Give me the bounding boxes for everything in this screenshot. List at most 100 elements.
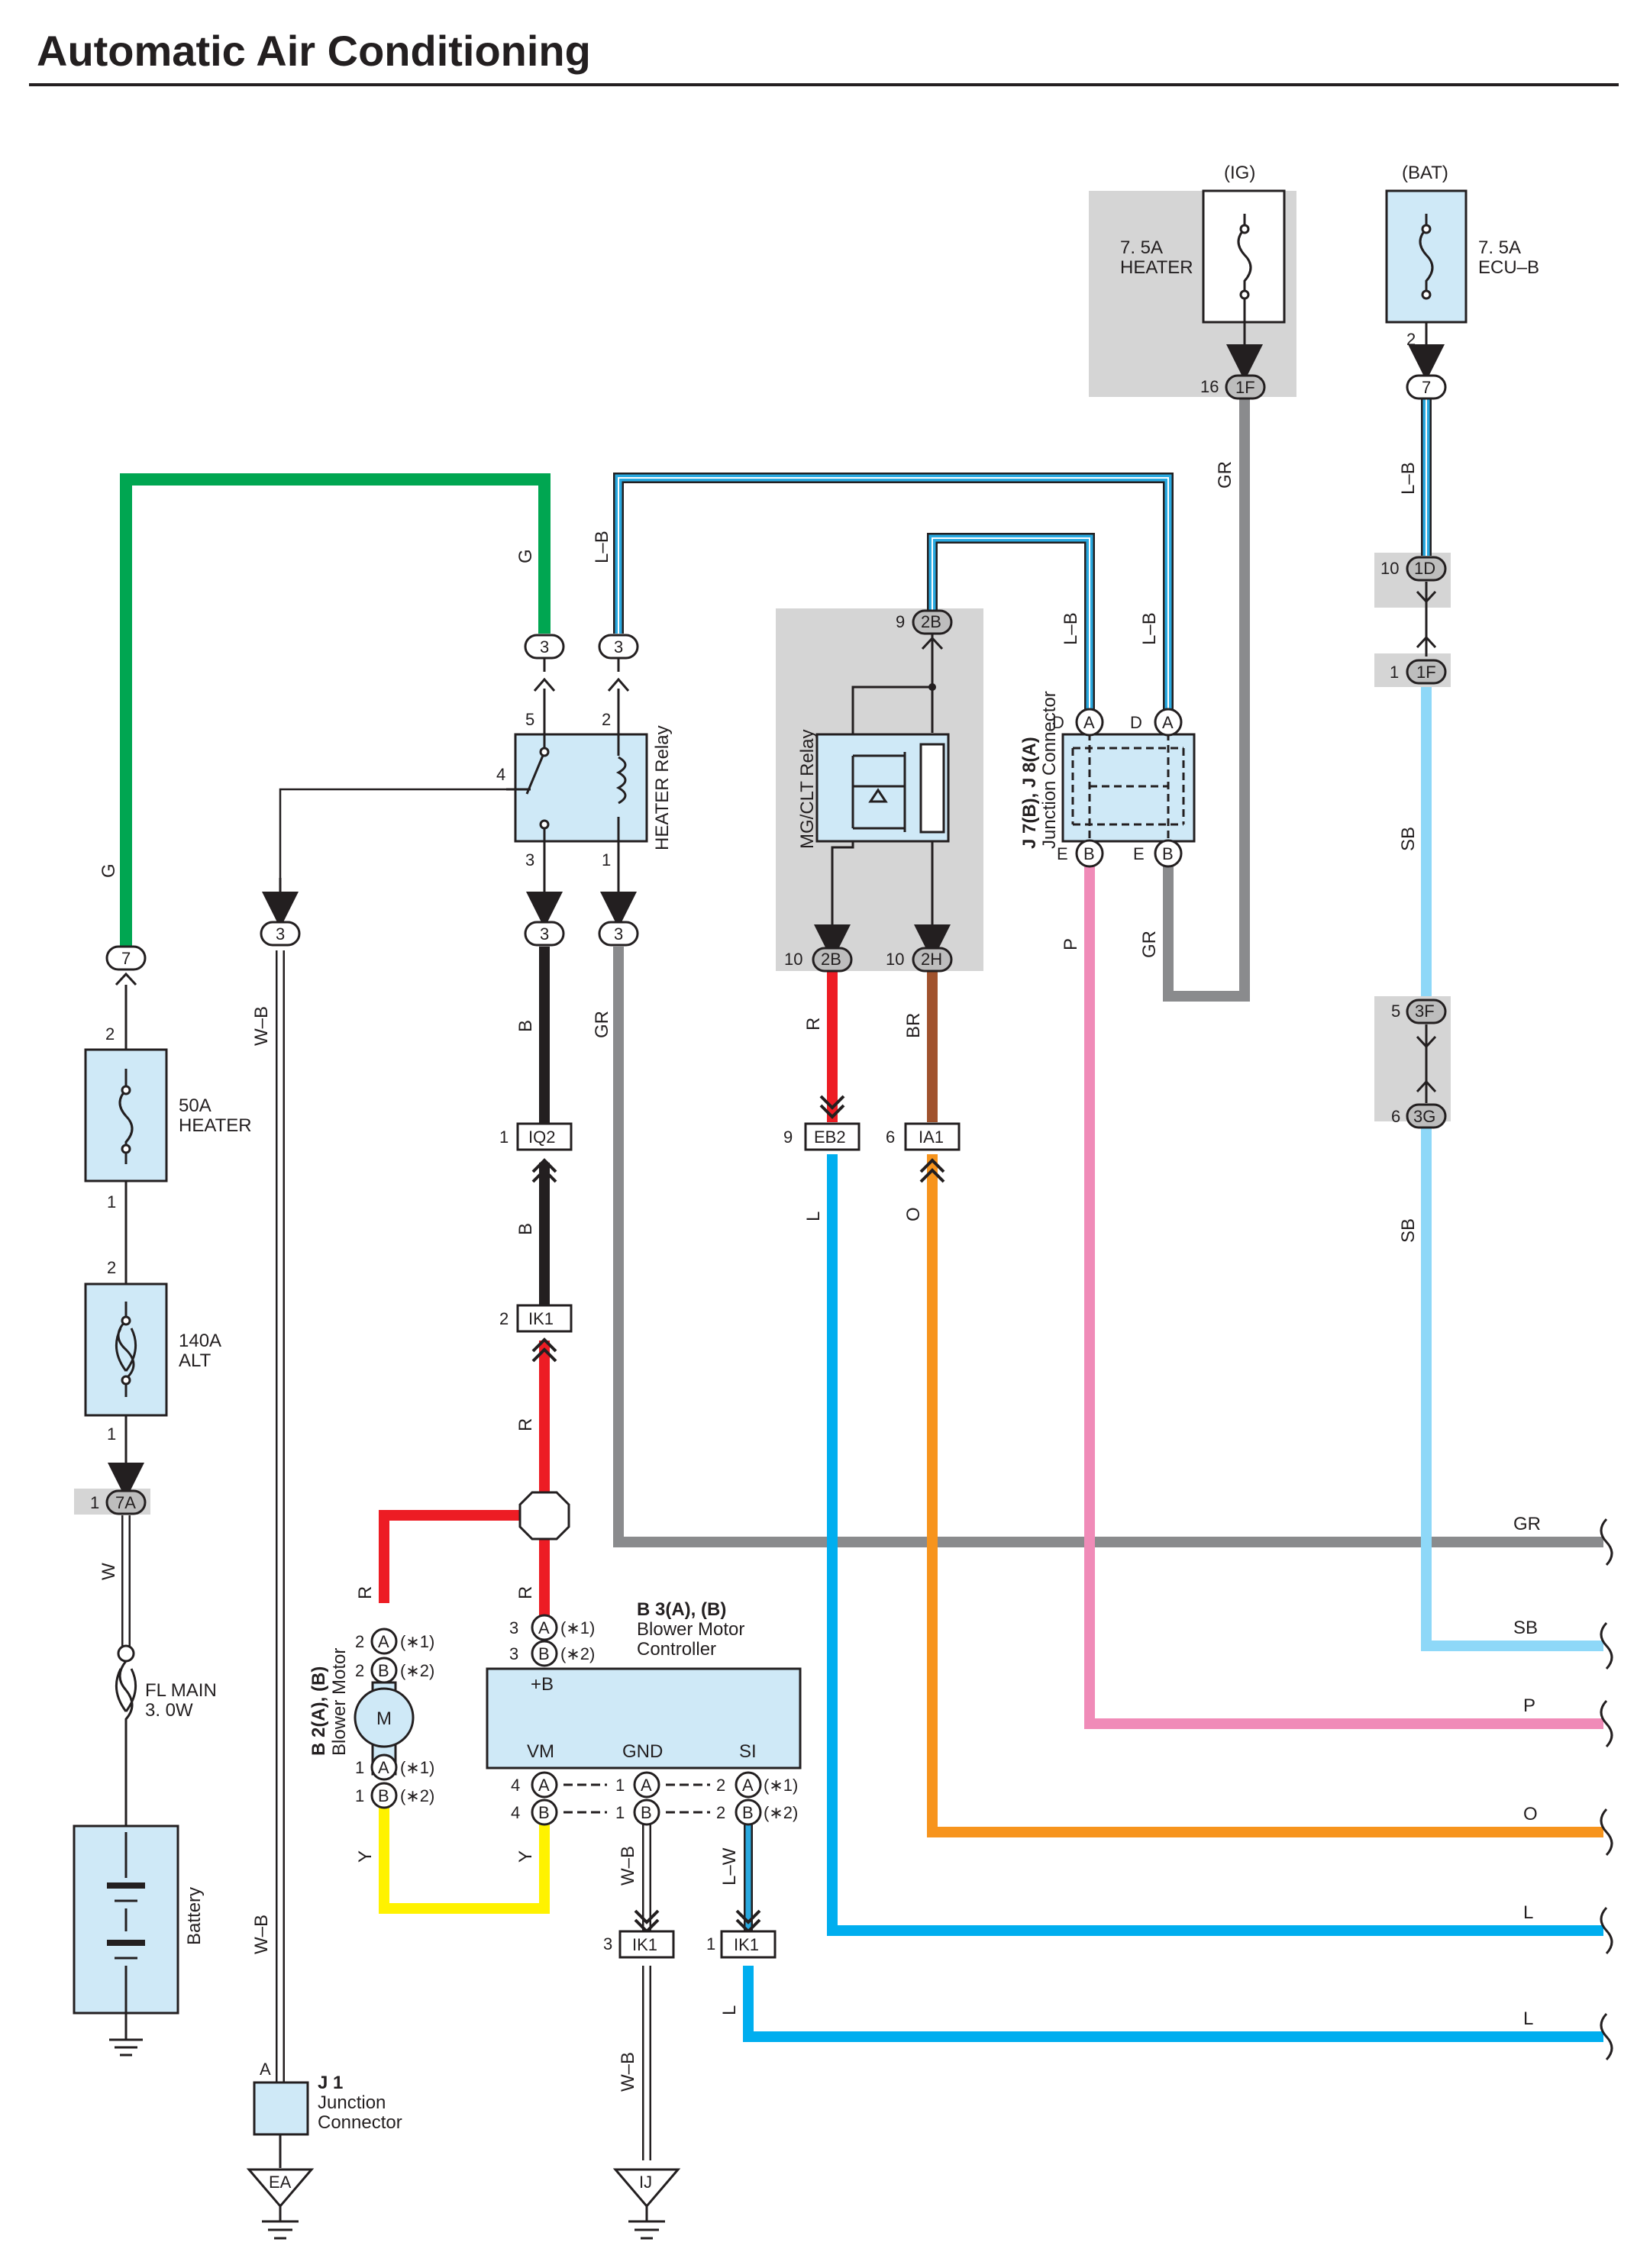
blower-motor-label: Blower Motor bbox=[329, 1648, 350, 1756]
note-label: (∗1) bbox=[400, 1758, 434, 1777]
svg-text:P: P bbox=[1523, 1695, 1535, 1716]
connector-1f bbox=[1406, 659, 1447, 685]
svg-text:L–B: L–B bbox=[1061, 612, 1081, 645]
connector-3-wb bbox=[260, 921, 301, 947]
svg-text:W–B: W–B bbox=[618, 1846, 638, 1886]
pin-number: 1 bbox=[90, 1493, 99, 1512]
note-label: (∗2) bbox=[400, 1786, 434, 1805]
note-label: (∗1) bbox=[560, 1618, 595, 1637]
connector-label: 3F bbox=[1415, 1002, 1435, 1021]
pin-number: 5 bbox=[525, 710, 534, 729]
wire-relay4 bbox=[279, 788, 506, 916]
pin-number: 2 bbox=[602, 710, 611, 729]
pin-number: 4 bbox=[496, 765, 505, 784]
svg-text:L–B: L–B bbox=[592, 531, 612, 563]
svg-text:W–B: W–B bbox=[618, 2052, 638, 2092]
pin-name: +B bbox=[531, 1674, 554, 1695]
wire-color-labels: G L–B G W–B B GR B R R BR L O L–B L–B GR… bbox=[98, 461, 1541, 2092]
svg-text:BR: BR bbox=[903, 1013, 924, 1038]
page-title: Automatic Air Conditioning bbox=[37, 27, 591, 75]
connector-ik1-lower-1 bbox=[618, 1930, 675, 1959]
connector-label: 7 bbox=[121, 949, 131, 968]
pin-number: 10 bbox=[784, 950, 802, 969]
pin-number: 2 bbox=[1406, 330, 1416, 349]
connector-label: A bbox=[538, 1618, 550, 1637]
pin-number: 3 bbox=[509, 1618, 518, 1637]
svg-text:GR: GR bbox=[1513, 1514, 1541, 1534]
fl-main-fuse bbox=[115, 1660, 137, 1756]
svg-text:B: B bbox=[515, 1223, 536, 1235]
connector-label: 3 bbox=[540, 924, 549, 944]
wire-l-1 bbox=[827, 1154, 1603, 1936]
wire-breaks bbox=[1600, 1518, 1613, 2061]
pin-number: 10 bbox=[886, 950, 904, 969]
connector-label: B bbox=[742, 1803, 754, 1822]
pin-a-circle bbox=[1075, 708, 1104, 737]
connector-label: 3 bbox=[614, 637, 623, 657]
svg-text:R: R bbox=[355, 1586, 376, 1599]
pin-number: D bbox=[1052, 713, 1064, 732]
svg-text:L–W: L–W bbox=[719, 1847, 740, 1886]
wire-o bbox=[927, 1154, 1603, 1837]
pin-number: 2 bbox=[355, 1632, 364, 1651]
connector-label: IK1 bbox=[734, 1935, 759, 1954]
pin-number: 3 bbox=[509, 1644, 518, 1663]
fuse-label: HEATER bbox=[179, 1115, 252, 1136]
fuse-label: 7. 5A bbox=[1120, 237, 1163, 258]
pin-number: 2 bbox=[107, 1258, 116, 1277]
svg-text:SB: SB bbox=[1398, 827, 1419, 851]
wire-gr-1 bbox=[1163, 397, 1250, 1002]
connector-7a bbox=[105, 1489, 147, 1515]
connector-ik1-lower-2 bbox=[720, 1930, 777, 1959]
pin-number: 1 bbox=[706, 1934, 715, 1953]
connector-label: A bbox=[1083, 713, 1095, 732]
pin-name: GND bbox=[622, 1741, 663, 1762]
pin-number: 16 bbox=[1200, 377, 1219, 396]
pin-number: 1 bbox=[355, 1758, 364, 1777]
svg-text:W: W bbox=[98, 1563, 119, 1580]
connector-label: 2B bbox=[821, 950, 841, 969]
svg-text:L: L bbox=[719, 2005, 740, 2015]
j1-code: J 1 bbox=[318, 2073, 343, 2093]
fuse-label: FL MAIN bbox=[145, 1680, 217, 1701]
mgclt-relay-label: MG/CLT Relay bbox=[797, 730, 818, 849]
connector-2b-low bbox=[812, 947, 853, 973]
svg-text:SB: SB bbox=[1398, 1218, 1419, 1243]
note-label: (∗2) bbox=[560, 1644, 595, 1663]
svg-text:Y: Y bbox=[515, 1850, 536, 1863]
connector-label: IK1 bbox=[528, 1309, 554, 1328]
svg-text:GR: GR bbox=[1139, 931, 1160, 958]
connector-eb2 bbox=[804, 1122, 861, 1151]
connector-label: 1F bbox=[1416, 663, 1436, 682]
pin-number: 1 bbox=[355, 1786, 364, 1805]
controller-code: B 3(A), (B) bbox=[637, 1599, 726, 1620]
pin-number: 9 bbox=[896, 612, 905, 631]
connector-label: 3 bbox=[614, 924, 623, 944]
svg-text:L–B: L–B bbox=[1139, 612, 1160, 645]
pin-number: 2 bbox=[499, 1309, 509, 1328]
connector-3-gr bbox=[598, 921, 639, 947]
pin-number: 3 bbox=[525, 850, 534, 869]
svg-text:W–B: W–B bbox=[251, 1915, 272, 1954]
wire-g bbox=[120, 473, 551, 954]
connector-label: 3G bbox=[1413, 1107, 1435, 1126]
pin-number: 2 bbox=[716, 1803, 725, 1822]
svg-text:O: O bbox=[903, 1207, 924, 1221]
connector-label: B bbox=[538, 1803, 550, 1822]
svg-text:L: L bbox=[1523, 1902, 1533, 1923]
connector-label: 2B bbox=[921, 612, 941, 631]
connector-label: IQ2 bbox=[528, 1128, 555, 1147]
bat-label: (BAT) bbox=[1402, 163, 1448, 183]
fuse-label: ECU–B bbox=[1478, 257, 1539, 278]
note-label: (∗1) bbox=[400, 1632, 434, 1651]
pin-number: E bbox=[1133, 844, 1145, 863]
svg-text:R: R bbox=[515, 1586, 536, 1599]
pin-number: 5 bbox=[1391, 1002, 1400, 1021]
heater-relay bbox=[514, 733, 648, 843]
connector-label: B bbox=[378, 1661, 389, 1680]
junction-code: J 7(B), J 8(A) bbox=[1019, 737, 1040, 849]
note-label: (∗2) bbox=[400, 1661, 434, 1680]
blower-motor-code: B 2(A), (B) bbox=[308, 1666, 329, 1756]
pin-number: 1 bbox=[615, 1803, 625, 1822]
